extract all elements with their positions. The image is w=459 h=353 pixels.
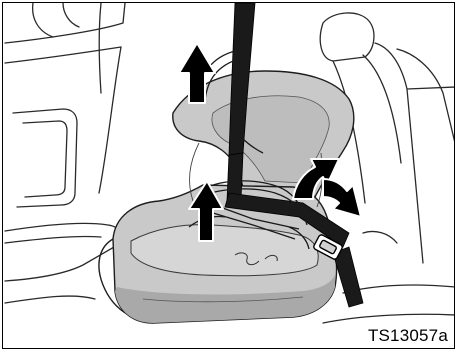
figure-code-label: TS13057a <box>368 327 448 344</box>
child-seat-illustration <box>3 3 455 349</box>
figure-frame: TS13057a <box>2 2 455 349</box>
child-seat-body <box>99 71 354 323</box>
